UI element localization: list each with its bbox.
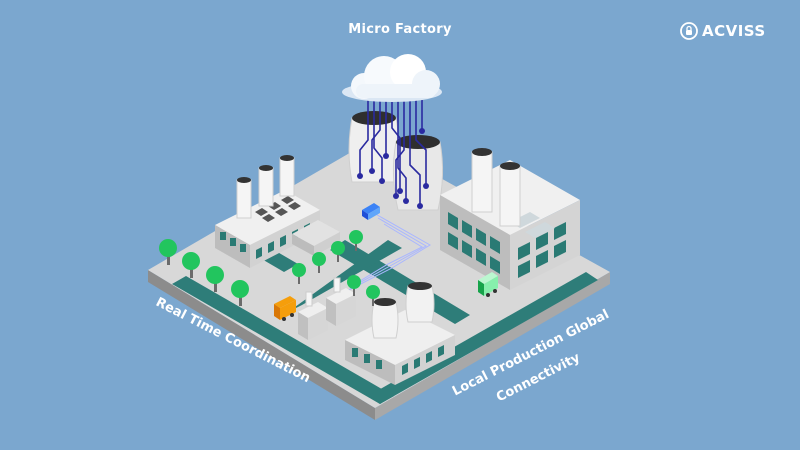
circuit-road-lines (344, 211, 431, 293)
orange-truck (274, 296, 296, 321)
tree (331, 241, 345, 262)
tree (231, 280, 249, 306)
chimneys-left (236, 155, 295, 219)
tree (292, 263, 306, 284)
tree (182, 252, 200, 278)
right-factory (440, 148, 580, 290)
page-title: Micro Factory (348, 22, 452, 37)
tree (347, 275, 361, 296)
trees (159, 230, 380, 306)
brand-name: ACVISS (702, 22, 766, 40)
cooling-towers-center (348, 111, 444, 211)
cloud-icon (342, 54, 442, 102)
green-truck (478, 272, 498, 297)
tree (312, 252, 326, 273)
lock-shield-icon (680, 22, 698, 40)
front-factory (345, 282, 455, 385)
tree (159, 239, 177, 265)
circuit-nodes (357, 128, 429, 209)
blue-car (362, 203, 380, 220)
center-warehouse (292, 220, 340, 256)
vehicles (274, 203, 498, 321)
tree (206, 266, 224, 292)
roads (172, 240, 598, 404)
circuit-lines (359, 100, 427, 205)
tree (366, 285, 380, 306)
brand-logo: ACVISS (680, 22, 766, 40)
tree (349, 230, 363, 251)
small-buildings (298, 277, 356, 340)
